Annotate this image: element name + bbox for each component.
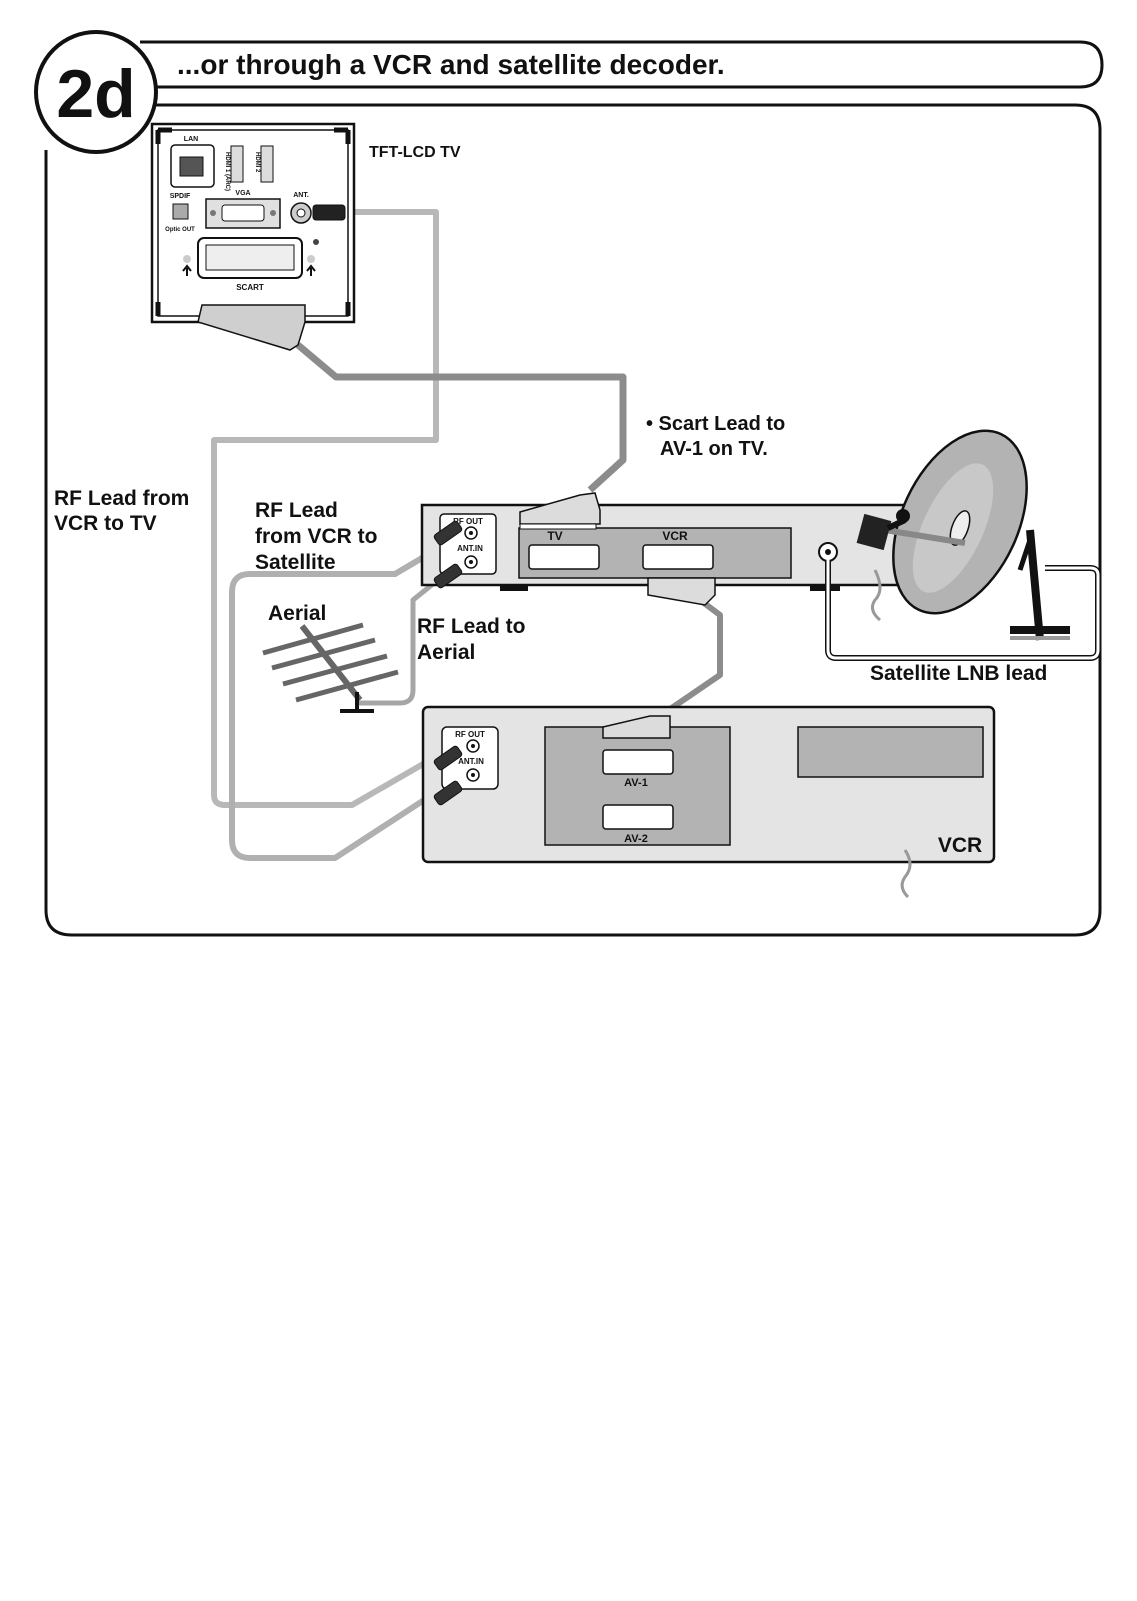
step-number: 2d	[56, 56, 135, 132]
optic-out-label: Optic OUT	[165, 227, 195, 233]
rf-lead-vcr-to-tv-cable	[211, 209, 446, 808]
rf-vcr-tv-annotation-line2: VCR to TV	[54, 512, 157, 535]
lnb-unit	[856, 513, 892, 551]
decoder-scart-vcr-port	[642, 544, 714, 570]
rf-vcr-sat-annotation-line1: RF Lead	[255, 499, 338, 522]
decoder-rf-out-plug	[433, 520, 463, 546]
ant-plug	[312, 204, 346, 221]
decoder-tv-scart-plug	[519, 492, 601, 525]
tv-scart-plug	[197, 304, 306, 351]
tv-scart-label: SCART	[236, 283, 264, 292]
aerial-antenna	[262, 622, 399, 713]
rf-vcr-sat-annotation-line2: from VCR to	[255, 525, 378, 548]
hdmi1-label: HDMI 1 (ARC)	[224, 152, 230, 191]
scart-lead-annotation-line2: AV-1 on TV.	[660, 438, 768, 460]
lnb-lead-annotation: Satellite LNB lead	[870, 662, 1047, 685]
decoder-ant-in-plug	[433, 563, 463, 589]
decoder-scart-vcr-label: VCR	[662, 529, 688, 543]
vcr-label: VCR	[938, 834, 982, 857]
vcr-display	[797, 726, 984, 778]
decoder-ant-in-label: ANT.IN	[457, 544, 483, 553]
title-bar	[140, 40, 1104, 89]
rf-aerial-annotation-line1: RF Lead to	[417, 615, 526, 638]
tv-back-panel: TFT-LCD TV LAN HDMI 1 (ARC) HDMI 2 SPDIF…	[150, 122, 461, 351]
lan-label: LAN	[184, 136, 198, 143]
vcr-av2-label: AV-2	[624, 833, 648, 845]
diagram-frame	[44, 103, 1102, 937]
vcr-av1-port	[602, 749, 674, 775]
vcr-av1-label: AV-1	[624, 777, 648, 789]
decoder-scart-tv-label: TV	[547, 529, 562, 543]
hdmi2-label: HDMI 2	[254, 152, 260, 173]
decoder-rf-out-label: RF OUT	[453, 517, 483, 526]
ant-label: ANT.	[293, 192, 309, 199]
rf-vcr-tv-annotation-line1: RF Lead from	[54, 487, 189, 510]
spdif-label: SPDIF	[170, 193, 191, 200]
hdmi1-port	[230, 145, 244, 183]
scart-lead-tv-cable	[295, 342, 627, 493]
scart-lead-vcr-cable	[658, 597, 723, 719]
vcr-rf-out-label: RF OUT	[455, 730, 485, 739]
vcr-ant-in-label: ANT.IN	[458, 757, 484, 766]
decoder-vcr-scart-plug	[647, 577, 716, 606]
scart-lead-annotation-line1: • Scart Lead to	[646, 413, 785, 435]
decoder-scart-tv-port	[528, 544, 600, 570]
tv-label: TFT-LCD TV	[369, 144, 461, 161]
rf-aerial-annotation-line2: Aerial	[417, 641, 475, 664]
rf-vcr-sat-annotation-line3: Satellite	[255, 551, 336, 574]
aerial-annotation: Aerial	[268, 602, 326, 625]
hdmi2-port	[260, 145, 274, 183]
rf-lead-to-aerial-cable	[356, 573, 446, 706]
vcr-av2-port	[602, 804, 674, 830]
vcr-av1-scart-plug	[602, 715, 671, 739]
rf-lead-vcr-to-sat-cable	[229, 542, 446, 861]
vcr-rf-out-plug	[433, 745, 463, 771]
spdif-port	[172, 203, 189, 220]
satellite-decoder: RF OUT ANT.IN TV VCR	[420, 492, 907, 622]
vcr-device: RF OUT ANT.IN AV-1 AV-2 VCR	[421, 705, 996, 899]
page-title: ...or through a VCR and satellite decode…	[177, 49, 725, 80]
vcr-ant-in-plug	[433, 780, 463, 806]
vga-label: VGA	[235, 190, 250, 197]
satellite-dish	[856, 429, 1070, 641]
step-badge: 2d	[34, 30, 158, 154]
